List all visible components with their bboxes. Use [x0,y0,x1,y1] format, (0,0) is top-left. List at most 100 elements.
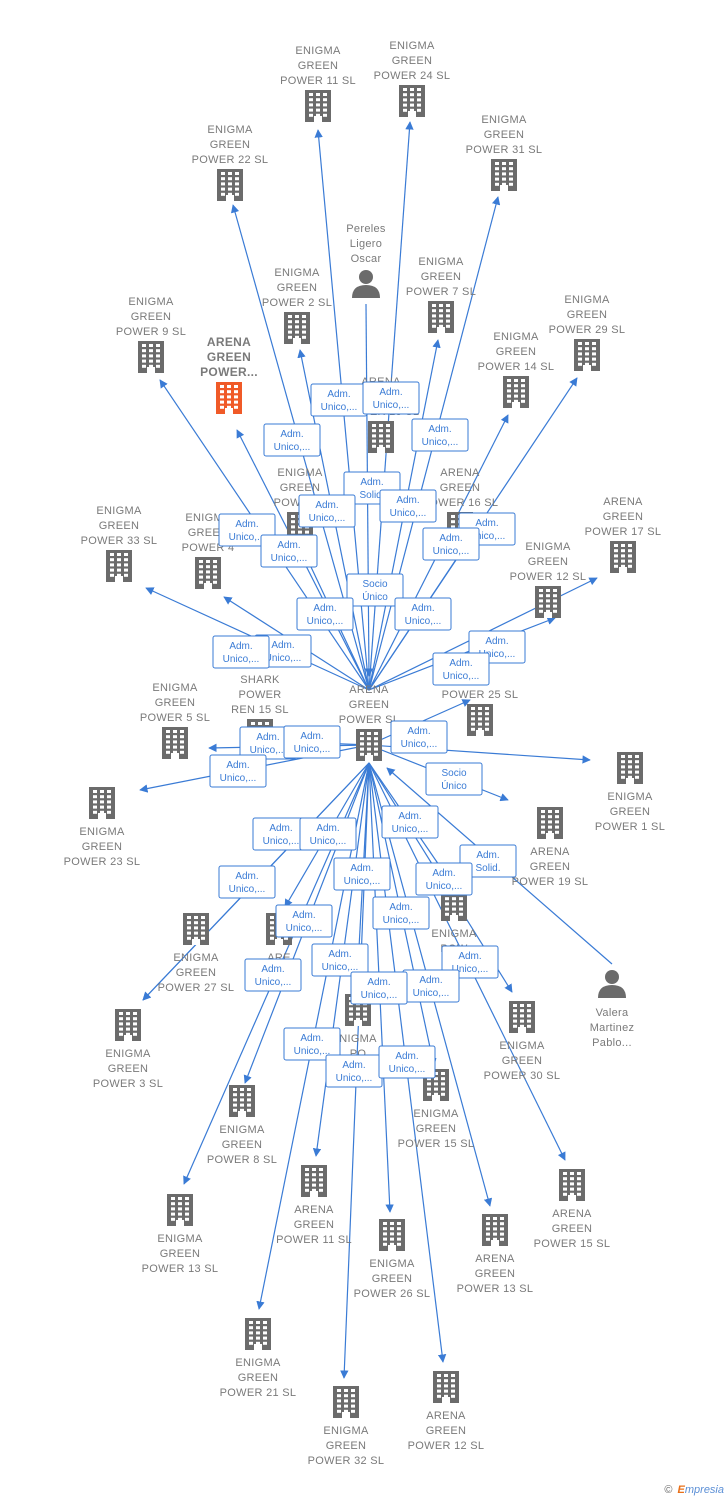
building-icon[interactable] [379,1219,405,1251]
building-icon[interactable] [138,341,164,373]
edge-label-box[interactable]: Adm.Unico,... [263,423,321,457]
building-icon[interactable] [115,1009,141,1041]
building-icon[interactable] [333,1386,359,1418]
edge-label-box[interactable]: Adm.Unico,... [362,381,420,415]
edge-label-box[interactable]: Adm.Unico,... [218,865,276,899]
edge-label-box[interactable]: Adm.Unico,... [244,958,302,992]
building-icon[interactable] [229,1085,255,1117]
edge-label-box[interactable]: Adm.Unico,... [372,896,430,930]
person-icon[interactable] [352,270,380,298]
building-icon[interactable] [503,376,529,408]
edge-label-box[interactable]: Adm.Unico,... [402,969,460,1003]
building-icon[interactable] [368,421,394,453]
edge-label-box[interactable]: Adm.Unico,... [394,597,452,631]
building-icon[interactable] [162,727,188,759]
building-icon[interactable] [305,90,331,122]
building-icon[interactable] [167,1194,193,1226]
building-icon[interactable] [356,729,382,761]
building-icon[interactable] [433,1371,459,1403]
edge-label-box[interactable]: Adm.Unico,... [333,857,391,891]
company-node[interactable]: ARENAGREENPOWER... [200,335,258,414]
building-icon[interactable] [574,339,600,371]
footer-brand[interactable]: © Empresia [664,1484,724,1496]
building-icon[interactable] [610,541,636,573]
building-icon[interactable] [491,159,517,191]
edge-label-box[interactable]: Adm.Unico,... [379,489,437,523]
edge-label-box[interactable]: Adm.Solid. [459,844,517,878]
edge-label-box[interactable]: Adm.Unico,... [411,418,469,452]
building-icon[interactable] [217,169,243,201]
building-icon[interactable] [301,1165,327,1197]
building-icon[interactable] [467,704,493,736]
building-icon[interactable] [482,1214,508,1246]
person-icon[interactable] [598,970,626,998]
edge-label-box[interactable]: Adm.Unico,... [381,805,439,839]
building-icon[interactable] [106,550,132,582]
building-icon[interactable] [399,85,425,117]
person-node[interactable]: ValeraMartinezPablo... [590,970,635,1049]
edge-label-box[interactable]: Adm.Unico,... [311,943,369,977]
edge-label-box[interactable]: Adm.Unico,... [422,527,480,561]
edge-label-box[interactable]: Adm.Unico,... [260,534,318,568]
edge-label-box[interactable]: Adm.Unico,... [325,1054,383,1088]
building-icon[interactable] [284,312,310,344]
edge-label-box[interactable]: Adm.Unico,... [378,1045,436,1079]
building-icon[interactable] [428,301,454,333]
building-icon[interactable] [195,557,221,589]
edge-label-box[interactable]: Adm.Unico,... [310,383,368,417]
building-icon[interactable] [617,752,643,784]
edge-label-box[interactable]: Adm.Unico,... [212,635,270,669]
edge-label-box[interactable]: Adm.Unico,... [350,971,408,1005]
building-icon[interactable] [89,787,115,819]
edge-label-box[interactable]: Adm.Unico,... [298,494,356,528]
building-icon[interactable] [537,807,563,839]
edge-label-box[interactable]: Adm.Unico,... [209,754,267,788]
edge-label-box[interactable]: Adm.Unico,... [299,817,357,851]
edge-label-box[interactable]: Adm.Unico,... [296,597,354,631]
building-icon[interactable] [245,1318,271,1350]
building-icon[interactable] [535,586,561,618]
building-icon[interactable] [216,382,242,414]
edge-label-box[interactable]: Adm.Unico,... [390,720,448,754]
building-icon[interactable] [559,1169,585,1201]
edge-label-box[interactable]: Adm.Unico,... [415,862,473,896]
company-node[interactable]: ENIGMAPOW [431,889,477,955]
building-icon[interactable] [183,913,209,945]
edge-label-box[interactable]: Adm.Unico,... [283,725,341,759]
building-icon[interactable] [509,1001,535,1033]
edge-label-box[interactable]: Adm.Unico,... [275,904,333,938]
